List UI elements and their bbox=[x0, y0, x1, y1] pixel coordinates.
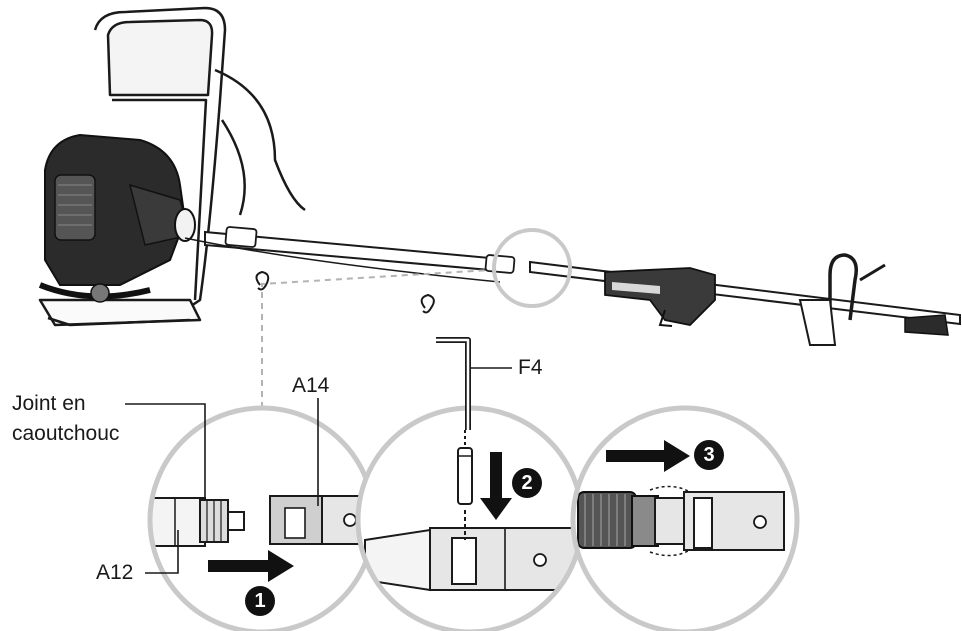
label-a14: A14 bbox=[292, 374, 330, 397]
step-badge-2: 2 bbox=[512, 468, 542, 498]
shaft-assembly bbox=[184, 226, 961, 346]
engine-unit bbox=[38, 133, 196, 303]
arrow-2 bbox=[480, 452, 512, 520]
arrow-1 bbox=[208, 550, 294, 582]
backpack-frame bbox=[38, 6, 306, 327]
detail-circle-2 bbox=[355, 337, 585, 631]
label-a12: A12 bbox=[96, 561, 134, 584]
leader-lines bbox=[125, 367, 512, 574]
arrow-3 bbox=[606, 440, 690, 472]
step-badge-3: 3 bbox=[694, 440, 724, 470]
label-rubber-seal-line2: caoutchouc bbox=[12, 422, 120, 445]
label-f4: F4 bbox=[518, 356, 543, 379]
step-badge-1: 1 bbox=[245, 586, 275, 616]
detail-highlight-circle bbox=[492, 228, 572, 308]
detail-circle-3 bbox=[570, 405, 800, 631]
label-rubber-seal-line1: Joint en bbox=[12, 392, 86, 415]
dashed-leader bbox=[261, 269, 491, 408]
